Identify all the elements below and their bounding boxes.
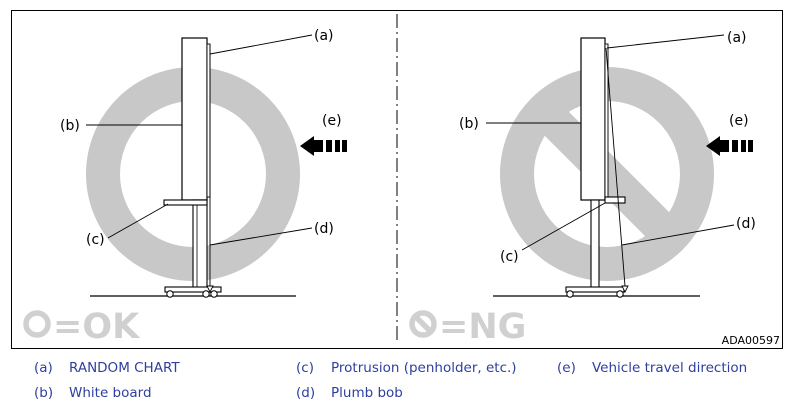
callout-c: (c) <box>500 249 519 265</box>
legend-label: White board <box>69 385 152 401</box>
stand-base <box>164 286 222 293</box>
penholder-protrusion <box>163 199 208 206</box>
legend-key: (d) <box>296 385 316 401</box>
leader-d <box>209 227 313 246</box>
legend-key: (a) <box>34 360 53 376</box>
callout-c: (c) <box>86 232 105 248</box>
wheel <box>566 290 574 298</box>
plumb-bob <box>621 285 629 294</box>
figure-frame <box>11 10 783 349</box>
legend-label: RANDOM CHART <box>69 360 180 376</box>
callout-e: (e) <box>322 113 342 129</box>
legend-key: (e) <box>557 360 576 376</box>
wheel <box>166 290 174 298</box>
legend-key: (b) <box>34 385 54 401</box>
ok-status-text: =OK <box>53 307 141 347</box>
plumb-bob <box>206 285 214 294</box>
wheel <box>202 290 210 298</box>
white-board <box>181 37 208 201</box>
callout-b: (b) <box>60 118 80 134</box>
leader-c <box>107 203 169 239</box>
legend: (a) RANDOM CHART (b) White board (c) Pro… <box>0 352 794 410</box>
plumb-bob-string <box>605 47 626 287</box>
legend-label: Protrusion (penholder, etc.) <box>331 360 517 376</box>
leader-a <box>606 34 725 49</box>
stand-post <box>590 199 600 289</box>
stand-base <box>565 286 625 293</box>
prohibited-symbol <box>409 310 437 338</box>
callout-e: (e) <box>729 113 749 129</box>
penholder-protrusion <box>604 196 626 204</box>
stand-post <box>192 199 208 289</box>
ok-panel: (a) (b) (c) (d) (e) =OK <box>23 28 347 347</box>
white-board <box>580 37 606 201</box>
callout-a: (a) <box>727 30 747 46</box>
ng-panel: (a) (b) (c) (d) (e) =NG ADA00597 <box>409 30 780 347</box>
callout-d: (d) <box>314 221 334 237</box>
legend-label: Vehicle travel direction <box>592 360 748 376</box>
callout-b: (b) <box>459 116 479 132</box>
callout-d: (d) <box>736 216 756 232</box>
ng-status-text: =NG <box>439 307 526 347</box>
circle-symbol <box>23 310 51 338</box>
vehicle-direction-arrow-icon <box>706 136 753 156</box>
leader-c <box>521 202 606 251</box>
figure-id: ADA00597 <box>722 334 780 347</box>
legend-key: (c) <box>296 360 314 376</box>
callout-a: (a) <box>314 28 334 44</box>
leader-d <box>621 224 735 246</box>
legend-label: Plumb bob <box>331 385 403 401</box>
vehicle-direction-arrow-icon <box>300 136 347 156</box>
wheel <box>210 290 218 298</box>
wheel <box>616 290 624 298</box>
diagram-figure: (a) (b) (c) (d) (e) =OK <box>11 10 783 349</box>
leader-a <box>209 34 313 55</box>
